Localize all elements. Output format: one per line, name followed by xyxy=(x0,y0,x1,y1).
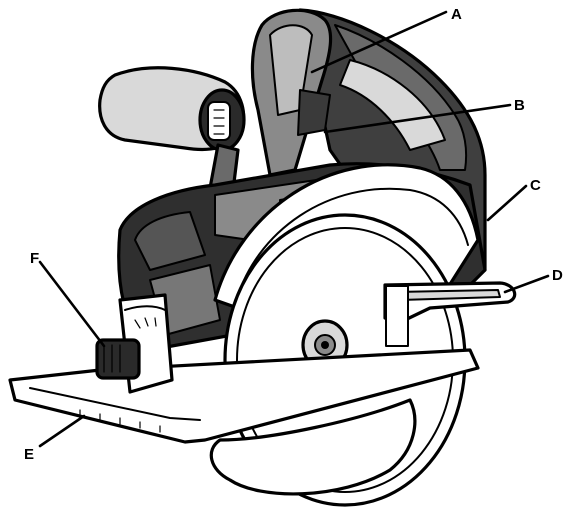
callout-label-f: F xyxy=(30,250,39,267)
callout-label-d: D xyxy=(552,267,563,284)
bevel-adjustment xyxy=(97,295,172,392)
main-handle xyxy=(252,10,330,175)
callout-label-c: C xyxy=(530,177,541,194)
callout-label-e: E xyxy=(24,446,34,463)
front-knob xyxy=(100,68,244,150)
callout-label-b: B xyxy=(514,97,525,114)
callout-label-a: A xyxy=(451,6,462,23)
